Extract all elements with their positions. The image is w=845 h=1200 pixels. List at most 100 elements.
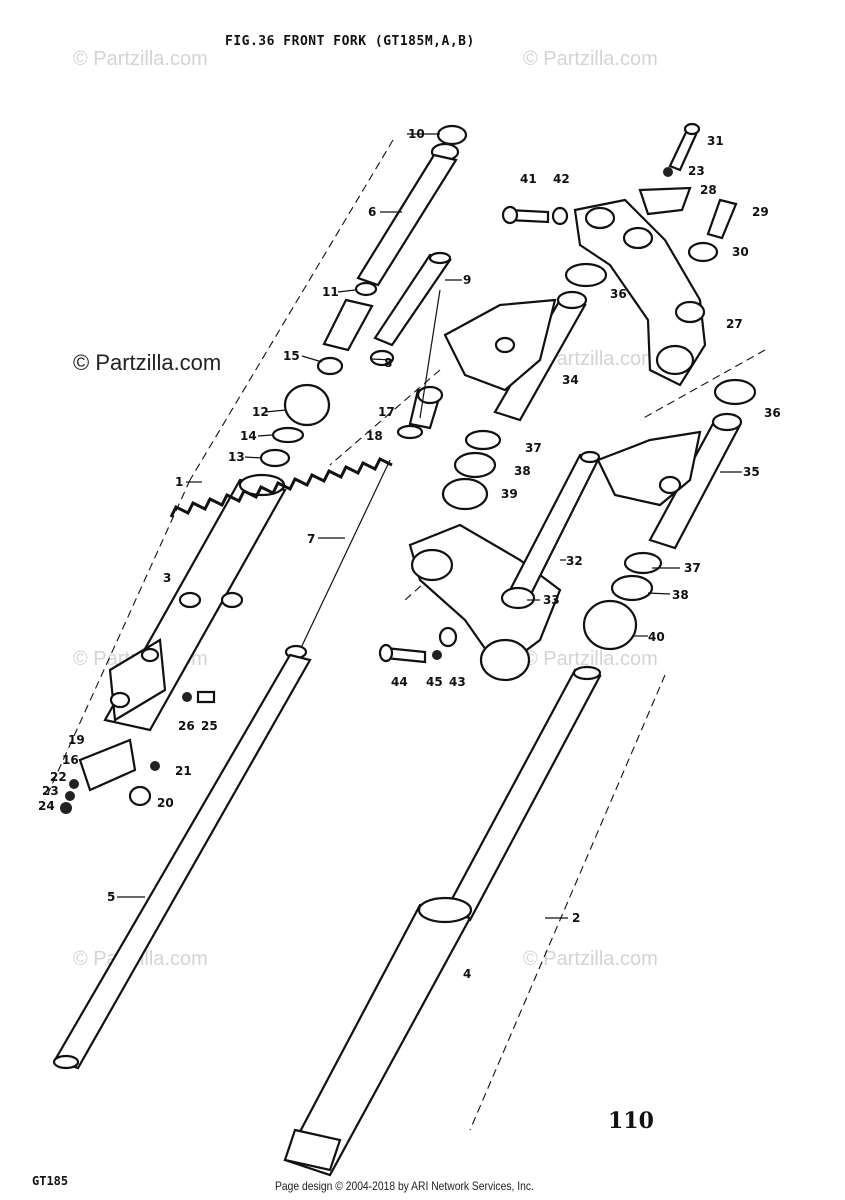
cover-cushion (453, 451, 497, 479)
callout-44: 44 (391, 675, 408, 689)
damper-collar (316, 356, 344, 376)
stem-top (579, 450, 601, 464)
cover-ring (564, 262, 608, 288)
callout-4: 4 (463, 967, 471, 981)
callout-22: 22 (50, 770, 67, 784)
cover-seat (464, 429, 502, 451)
callout-33: 33 (543, 593, 560, 607)
spacer-tube-end (428, 251, 452, 265)
callout-1: 1 (175, 475, 183, 489)
callout-35: 35 (743, 465, 760, 479)
steering-assembly (283, 122, 766, 1177)
assembly-axis-line (469, 674, 666, 1131)
callout-labels: 1 2 3 4 5 6 7 8 9 10 11 12 13 14 15 16 1… (38, 127, 781, 981)
callout-34: 34 (562, 373, 579, 387)
callout-36-right: 36 (764, 406, 781, 420)
gasket-small (182, 692, 192, 702)
watermark: © Partzilla.com (523, 648, 658, 670)
ear-hole (658, 475, 682, 495)
fork-cover-top (711, 412, 743, 432)
callout-38-right: 38 (672, 588, 689, 602)
callout-39: 39 (501, 487, 518, 501)
callout-25: 25 (201, 719, 218, 733)
cap-bolt-head (416, 385, 444, 405)
callout-32: 32 (566, 554, 583, 568)
callout-14: 14 (240, 429, 257, 443)
callout-12: 12 (252, 405, 269, 419)
page-number: 110 (608, 1108, 654, 1134)
fork-spring (299, 459, 391, 651)
callout-13: 13 (228, 450, 245, 464)
watermark: © Partzilla.com (73, 48, 208, 70)
callout-3: 3 (163, 571, 171, 585)
pinch-washer (432, 650, 442, 660)
bracket-hole (140, 647, 160, 663)
lower-bracket-clamp (479, 638, 531, 682)
stem-base (500, 586, 536, 610)
callout-37-left: 37 (525, 441, 542, 455)
handlebar-bolt-head (683, 122, 701, 136)
bracket-nut (551, 206, 569, 226)
callout-37-right: 37 (684, 561, 701, 575)
callout-23-right: 23 (688, 164, 705, 178)
seal-washer (259, 448, 291, 468)
pinch-nut (438, 626, 458, 648)
inner-tube-end (52, 1054, 80, 1070)
ear-hole (494, 336, 516, 354)
pinch-bolt-head (378, 643, 394, 663)
stem-bolt (706, 198, 738, 240)
oil-seal (283, 383, 331, 427)
callout-41: 41 (520, 172, 537, 186)
bracket-hole (674, 300, 706, 324)
assembly-axis-line (189, 139, 394, 481)
assembly-axis-line (639, 349, 766, 421)
screw-small (196, 690, 216, 704)
callout-36-left: 36 (610, 287, 627, 301)
oil-seal-small (354, 281, 378, 297)
fork-upper-tube (356, 153, 458, 287)
callout-16: 16 (62, 753, 79, 767)
callout-42: 42 (553, 172, 570, 186)
damper-rod (322, 298, 374, 352)
callout-5: 5 (107, 890, 115, 904)
upper-bracket (573, 198, 707, 387)
cover-guide (441, 477, 489, 511)
callout-8: 8 (384, 356, 392, 370)
axle-holder (78, 738, 137, 792)
axle-boss (178, 591, 202, 609)
inner-tube-end (572, 665, 602, 681)
cap-bolt-oring (396, 424, 424, 440)
callout-17: 17 (378, 405, 395, 419)
fork-cap-ring (436, 124, 468, 146)
callout-15: 15 (283, 349, 300, 363)
lower-bracket-clamp (410, 548, 454, 582)
callout-24: 24 (38, 799, 55, 813)
watermark-prominent: © Partzilla.com (73, 350, 222, 375)
callout-29: 29 (752, 205, 769, 219)
watermark: © Partzilla.com (523, 948, 658, 970)
axle-boss (220, 591, 244, 609)
washer (65, 791, 75, 801)
callout-30: 30 (732, 245, 749, 259)
axle-boss-right (283, 1128, 342, 1172)
fork-cover-top (556, 290, 588, 310)
figure-title: FIG.36 FRONT FORK (GT185M,A,B) (225, 34, 475, 49)
callout-38-left: 38 (514, 464, 531, 478)
assembly-axis-line (329, 369, 441, 466)
callout-27: 27 (726, 317, 743, 331)
callout-26: 26 (178, 719, 195, 733)
callout-10: 10 (408, 127, 425, 141)
outer-tube-mouth (417, 896, 473, 924)
fork-inner-tube (53, 653, 312, 1070)
callout-leaders (117, 133, 742, 919)
left-fork-assembly (44, 124, 468, 1070)
bracket-hole (622, 226, 654, 250)
handlebar-clamp (638, 186, 692, 216)
nut (69, 779, 79, 789)
spring-coils (169, 456, 393, 518)
callout-28: 28 (700, 183, 717, 197)
callout-21: 21 (175, 764, 192, 778)
fork-inner-tube-right (443, 668, 602, 922)
